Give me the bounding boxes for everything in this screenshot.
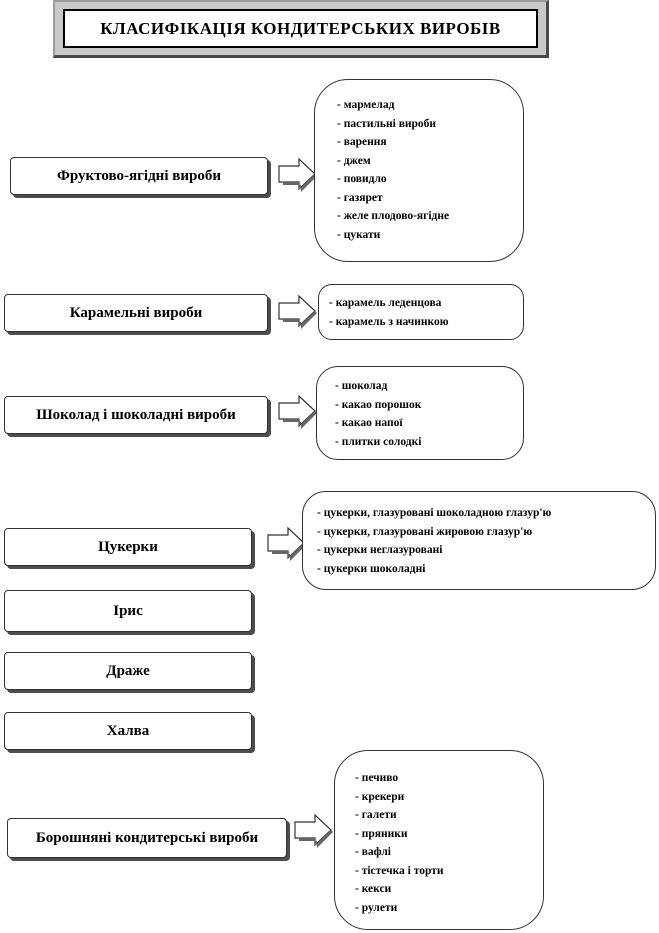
list-item: - цукерки неглазуровані xyxy=(317,544,443,556)
list-item: - кекси xyxy=(355,883,392,895)
list-item: - вафлі xyxy=(355,846,391,858)
list-item: - газярет xyxy=(337,191,383,204)
list-item: - карамель леденцова xyxy=(329,297,442,309)
category-candies: Цукерки xyxy=(4,528,252,566)
list-fruit-berry: - мармелад - пастильні вироби - варення … xyxy=(314,79,524,262)
arrow-icon xyxy=(278,157,317,192)
list-item: - карамель з начинкою xyxy=(329,315,449,328)
list-chocolate: - шоколад - какао порошок - какао напої … xyxy=(316,366,524,460)
list-item: - пастильні вироби xyxy=(337,117,437,130)
arrow-icon xyxy=(278,394,317,429)
category-halva: Халва xyxy=(4,712,252,750)
list-item: - печиво xyxy=(355,772,399,784)
arrow-icon xyxy=(294,813,333,848)
list-item: - какао напої xyxy=(335,417,403,429)
list-item: - цукерки, глазуровані жировою глазур'ю xyxy=(317,525,533,538)
category-fruit-berry: Фруктово-ягідні вироби xyxy=(10,157,268,195)
list-item: - крекери xyxy=(355,790,405,803)
arrow-icon xyxy=(278,294,317,329)
title-frame: КЛАСИФІКАЦІЯ КОНДИТЕРСЬКИХ ВИРОБІВ xyxy=(53,0,549,58)
list-item: - цукати xyxy=(337,228,381,241)
list-item: - какао порошок xyxy=(335,398,422,411)
category-chocolate: Шоколад і шоколадні вироби xyxy=(4,396,268,434)
category-caramel: Карамельні вироби xyxy=(4,294,268,332)
list-item: - галети xyxy=(355,809,397,821)
list-candies: - цукерки, глазуровані шоколадною глазур… xyxy=(302,491,656,590)
list-item: - повидло xyxy=(337,173,387,185)
list-item: - цукерки, глазуровані шоколадною глазур… xyxy=(317,507,552,519)
list-item: - желе плодово-ягідне xyxy=(337,210,450,222)
list-item: - тістечка і торти xyxy=(355,864,444,877)
list-item: - шоколад xyxy=(335,380,388,392)
category-flour: Борошняні кондитерські вироби xyxy=(7,818,287,858)
list-flour: - печиво - крекери - галети - пряники - … xyxy=(334,750,544,930)
list-caramel: - карамель леденцова - карамель з начинк… xyxy=(318,284,524,340)
list-item: - варення xyxy=(337,136,387,148)
diagram-title: КЛАСИФІКАЦІЯ КОНДИТЕРСЬКИХ ВИРОБІВ xyxy=(63,9,538,48)
list-item: - плитки солодкі xyxy=(335,435,422,448)
list-item: - цукерки шоколадні xyxy=(317,562,426,575)
category-drage: Драже xyxy=(4,652,252,690)
list-item: - мармелад xyxy=(337,99,395,111)
list-item: - пряники xyxy=(355,827,408,840)
list-item: - джем xyxy=(337,154,371,167)
list-item: - рулети xyxy=(355,901,398,914)
category-iris: Ірис xyxy=(4,590,252,632)
